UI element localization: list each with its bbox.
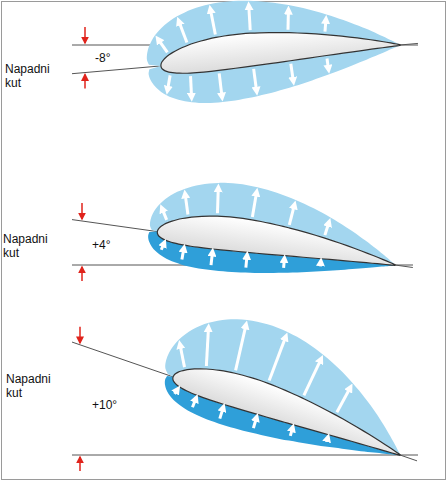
airfoil <box>170 353 408 464</box>
pressure-arrow <box>219 407 223 418</box>
pressure-arrow <box>219 73 222 97</box>
pressure-arrow <box>210 9 215 35</box>
flow-line <box>72 455 418 456</box>
pressure-arrow <box>175 389 178 395</box>
airfoil <box>156 207 399 275</box>
pressure-arrow <box>190 76 193 97</box>
pressure-arrow <box>215 188 221 213</box>
axis-label: Napadni kut <box>6 372 62 401</box>
pressure-arrow <box>196 328 218 366</box>
pressure-arrow <box>248 6 251 30</box>
angle-arrow <box>84 27 86 43</box>
angle-value: +4° <box>92 238 110 252</box>
angle-arrow <box>79 327 81 343</box>
pressure-arrow <box>291 64 294 82</box>
pressure-arrow <box>269 336 286 381</box>
pressure-arrow <box>161 243 164 250</box>
angle-arrow <box>84 75 86 89</box>
angle-arrow <box>79 457 81 471</box>
angle-value: +10° <box>92 398 117 412</box>
airfoil-group <box>145 172 404 295</box>
pressure-arrow <box>319 262 323 267</box>
pressure-arrow <box>231 325 251 370</box>
pressure-arrow <box>173 344 191 367</box>
pressure-arrow <box>289 204 294 225</box>
pressure-arrow <box>182 248 184 259</box>
pressure-arrow <box>337 386 350 414</box>
pressure-arrow <box>252 192 256 217</box>
pressure-arrow <box>290 428 293 436</box>
airfoil <box>159 20 401 76</box>
angle-arrow <box>81 267 83 281</box>
pressure-arrow <box>286 10 290 30</box>
airfoil-group <box>152 297 426 482</box>
axis-label: Napadni kut <box>3 232 59 261</box>
airfoil-group <box>142 0 403 108</box>
pressure-arrow <box>304 358 321 397</box>
pressure-arrow <box>161 208 169 219</box>
pressure-arrow <box>192 398 196 407</box>
pressure-arrow <box>324 19 327 31</box>
pressure-arrow <box>245 255 247 267</box>
pressure-arrow <box>327 58 329 69</box>
pressure-arrow <box>166 75 171 90</box>
pressure-arrow <box>283 259 285 268</box>
pressure-arrow <box>254 69 257 92</box>
angle-arrow <box>81 203 83 219</box>
pressure-arrow <box>325 222 329 235</box>
axis-label: Napadni kut <box>5 62 61 91</box>
angle-value: -8° <box>95 51 110 65</box>
pressure-arrow <box>253 417 257 428</box>
pressure-arrow <box>179 20 187 42</box>
pressure-arrow <box>158 38 167 53</box>
pressure-arrow <box>211 252 213 265</box>
pressure-arrow <box>182 194 190 215</box>
pressure-arrow <box>326 438 328 442</box>
